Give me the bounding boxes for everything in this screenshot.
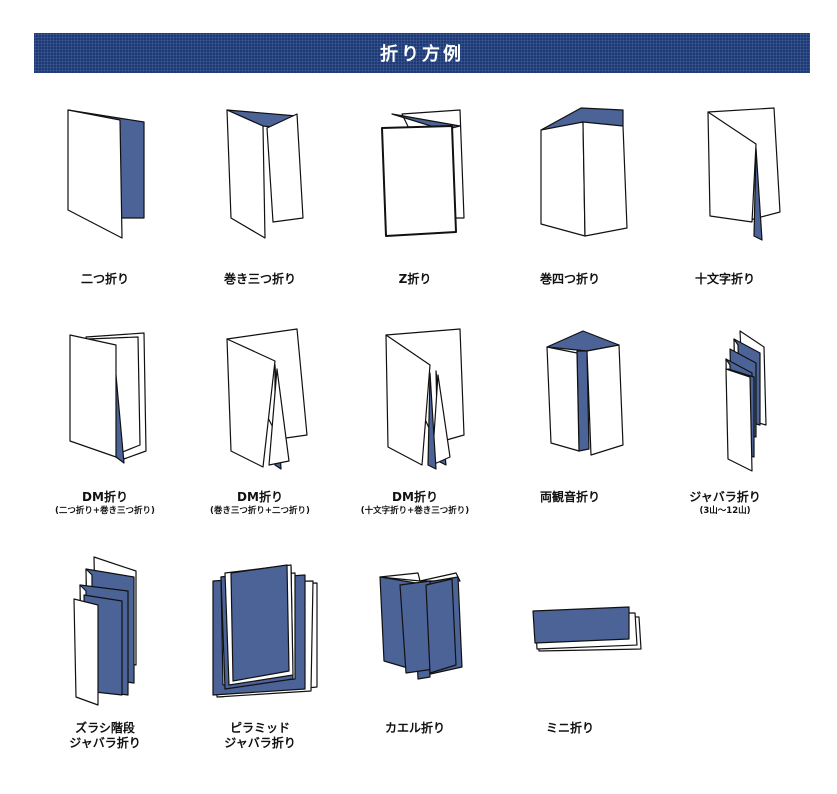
zurashi-jabara-illustration [73, 556, 137, 706]
z-ori-illustration [381, 109, 465, 237]
item-label: ズラシ階段 [75, 721, 135, 735]
item-label: ミニ折り [545, 721, 594, 735]
fold-item-maki-mitsu-ori: 巻き三つ折り [185, 100, 335, 300]
maki-mitsu-ori-illustration [226, 109, 304, 239]
fold-item-pyramid-jabara: ピラミッド ジャバラ折り [185, 545, 335, 755]
item-label: Z折り [398, 272, 432, 286]
fold-item-kaeru-ori: カエル折り [340, 545, 490, 755]
fold-item-dm-ori-1: DM折り (二つ折り+巻き三つ折り) [30, 325, 180, 525]
item-label: ピラミッド [229, 721, 290, 735]
page-title: 折り方例 [380, 44, 464, 65]
dm-ori-3-illustration [385, 328, 465, 470]
item-label: ジャバラ折り [689, 490, 761, 504]
title-banner: 折り方例 [34, 33, 810, 73]
fold-item-ryokannon-ori: 両観音折り [495, 325, 645, 525]
fold-item-dm-ori-3: DM折り (十文字折り+巻き三つ折り) [340, 325, 490, 525]
fold-item-mini-ori: ミニ折り [495, 545, 645, 755]
item-sublabel: (二つ折り+巻き三つ折り) [55, 506, 155, 516]
item-label-line2: ジャバラ折り [224, 736, 296, 750]
dm-ori-2-illustration [226, 328, 308, 470]
item-label: DM折り [82, 490, 128, 504]
dm-ori-1-illustration [69, 332, 147, 464]
item-sublabel: (3山〜12山) [699, 506, 751, 516]
pyramid-jabara-illustration [212, 564, 318, 698]
mini-ori-illustration [532, 606, 642, 652]
item-label: カエル折り [384, 721, 445, 735]
fold-item-nitsu-ori: 二つ折り [30, 100, 180, 300]
jumonji-ori-illustration [707, 107, 781, 241]
jabara-ori-illustration [725, 330, 767, 472]
maki-yotsu-ori-illustration [540, 107, 628, 237]
item-sublabel: (巻き三つ折り+二つ折り) [210, 506, 310, 516]
fold-item-dm-ori-2: DM折り (巻き三つ折り+二つ折り) [185, 325, 335, 525]
item-label-line2: ジャバラ折り [69, 736, 141, 750]
fold-item-z-ori: Z折り [340, 100, 490, 300]
fold-item-zurashi-jabara: ズラシ階段 ジャバラ折り [30, 545, 180, 755]
ryokannon-ori-illustration [546, 330, 624, 456]
kaeru-ori-illustration [379, 572, 463, 680]
item-label: 巻き三つ折り [223, 272, 296, 286]
item-label: DM折り [392, 490, 438, 504]
item-label: 二つ折り [80, 272, 129, 286]
item-label: 両観音折り [539, 490, 600, 504]
fold-item-jumonji-ori: 十文字折り [650, 100, 800, 300]
item-label: DM折り [237, 490, 283, 504]
item-label: 巻四つ折り [539, 272, 600, 286]
item-label: 十文字折り [694, 272, 755, 286]
fold-item-jabara-ori: ジャバラ折り (3山〜12山) [650, 325, 800, 525]
item-sublabel: (十文字折り+巻き三つ折り) [360, 506, 470, 516]
fold-item-maki-yotsu-ori: 巻四つ折り [495, 100, 645, 300]
nitsu-ori-illustration [67, 109, 145, 239]
